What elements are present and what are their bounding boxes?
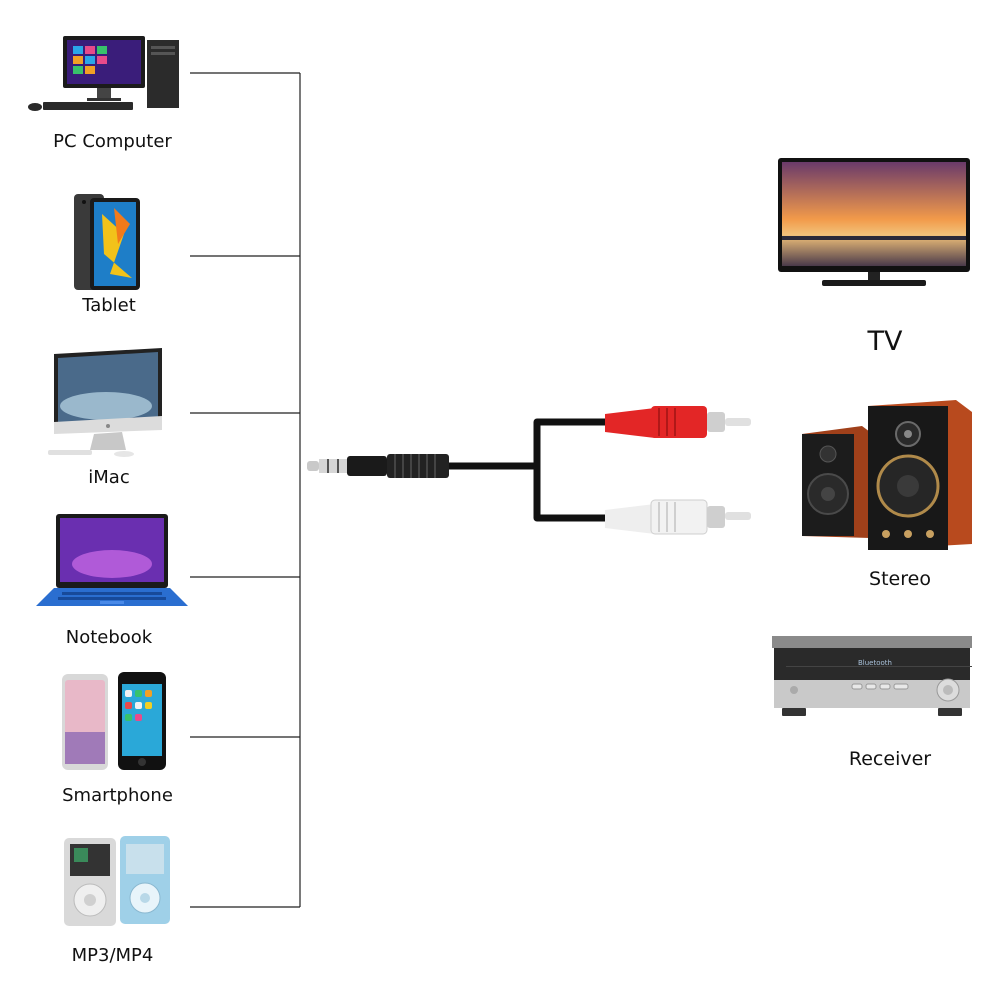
3.5mm-to-2rca-cable-icon: [307, 406, 751, 535]
notebook-icon: [36, 514, 188, 606]
stereo-speakers-icon: [802, 400, 972, 550]
smartphone-icon: [62, 672, 166, 770]
tv: [778, 158, 972, 290]
notebook: [36, 512, 188, 608]
audio-cable: [305, 400, 755, 540]
tv-icon: [778, 158, 970, 286]
pc-computer-label: PC Computer: [53, 131, 172, 152]
tablet-icon: [74, 194, 140, 290]
pc-computer-icon: [28, 36, 179, 111]
notebook-label: Notebook: [65, 627, 153, 648]
tablet-label: Tablet: [82, 295, 136, 316]
stereo-label: Stereo: [869, 568, 931, 590]
mp3-mp4-player: [64, 836, 172, 928]
smartphone-label: Smartphone: [62, 785, 173, 806]
mp3-mp4-label: MP3/MP4: [71, 945, 154, 966]
stereo: [796, 398, 974, 560]
receiver-display-text: Bluetooth: [858, 659, 892, 667]
pc-computer: [25, 34, 185, 116]
smartphone: [62, 672, 168, 772]
imac-label: iMac: [88, 467, 130, 488]
imac-icon: [48, 348, 162, 457]
av-receiver-icon: Bluetooth: [772, 636, 972, 716]
tv-label: TV: [867, 326, 903, 357]
receiver: Bluetooth: [772, 636, 972, 718]
receiver-label: Receiver: [848, 748, 932, 770]
mp3-mp4-player-icon: [64, 836, 170, 926]
tablet: [74, 194, 142, 292]
imac: [44, 346, 164, 462]
